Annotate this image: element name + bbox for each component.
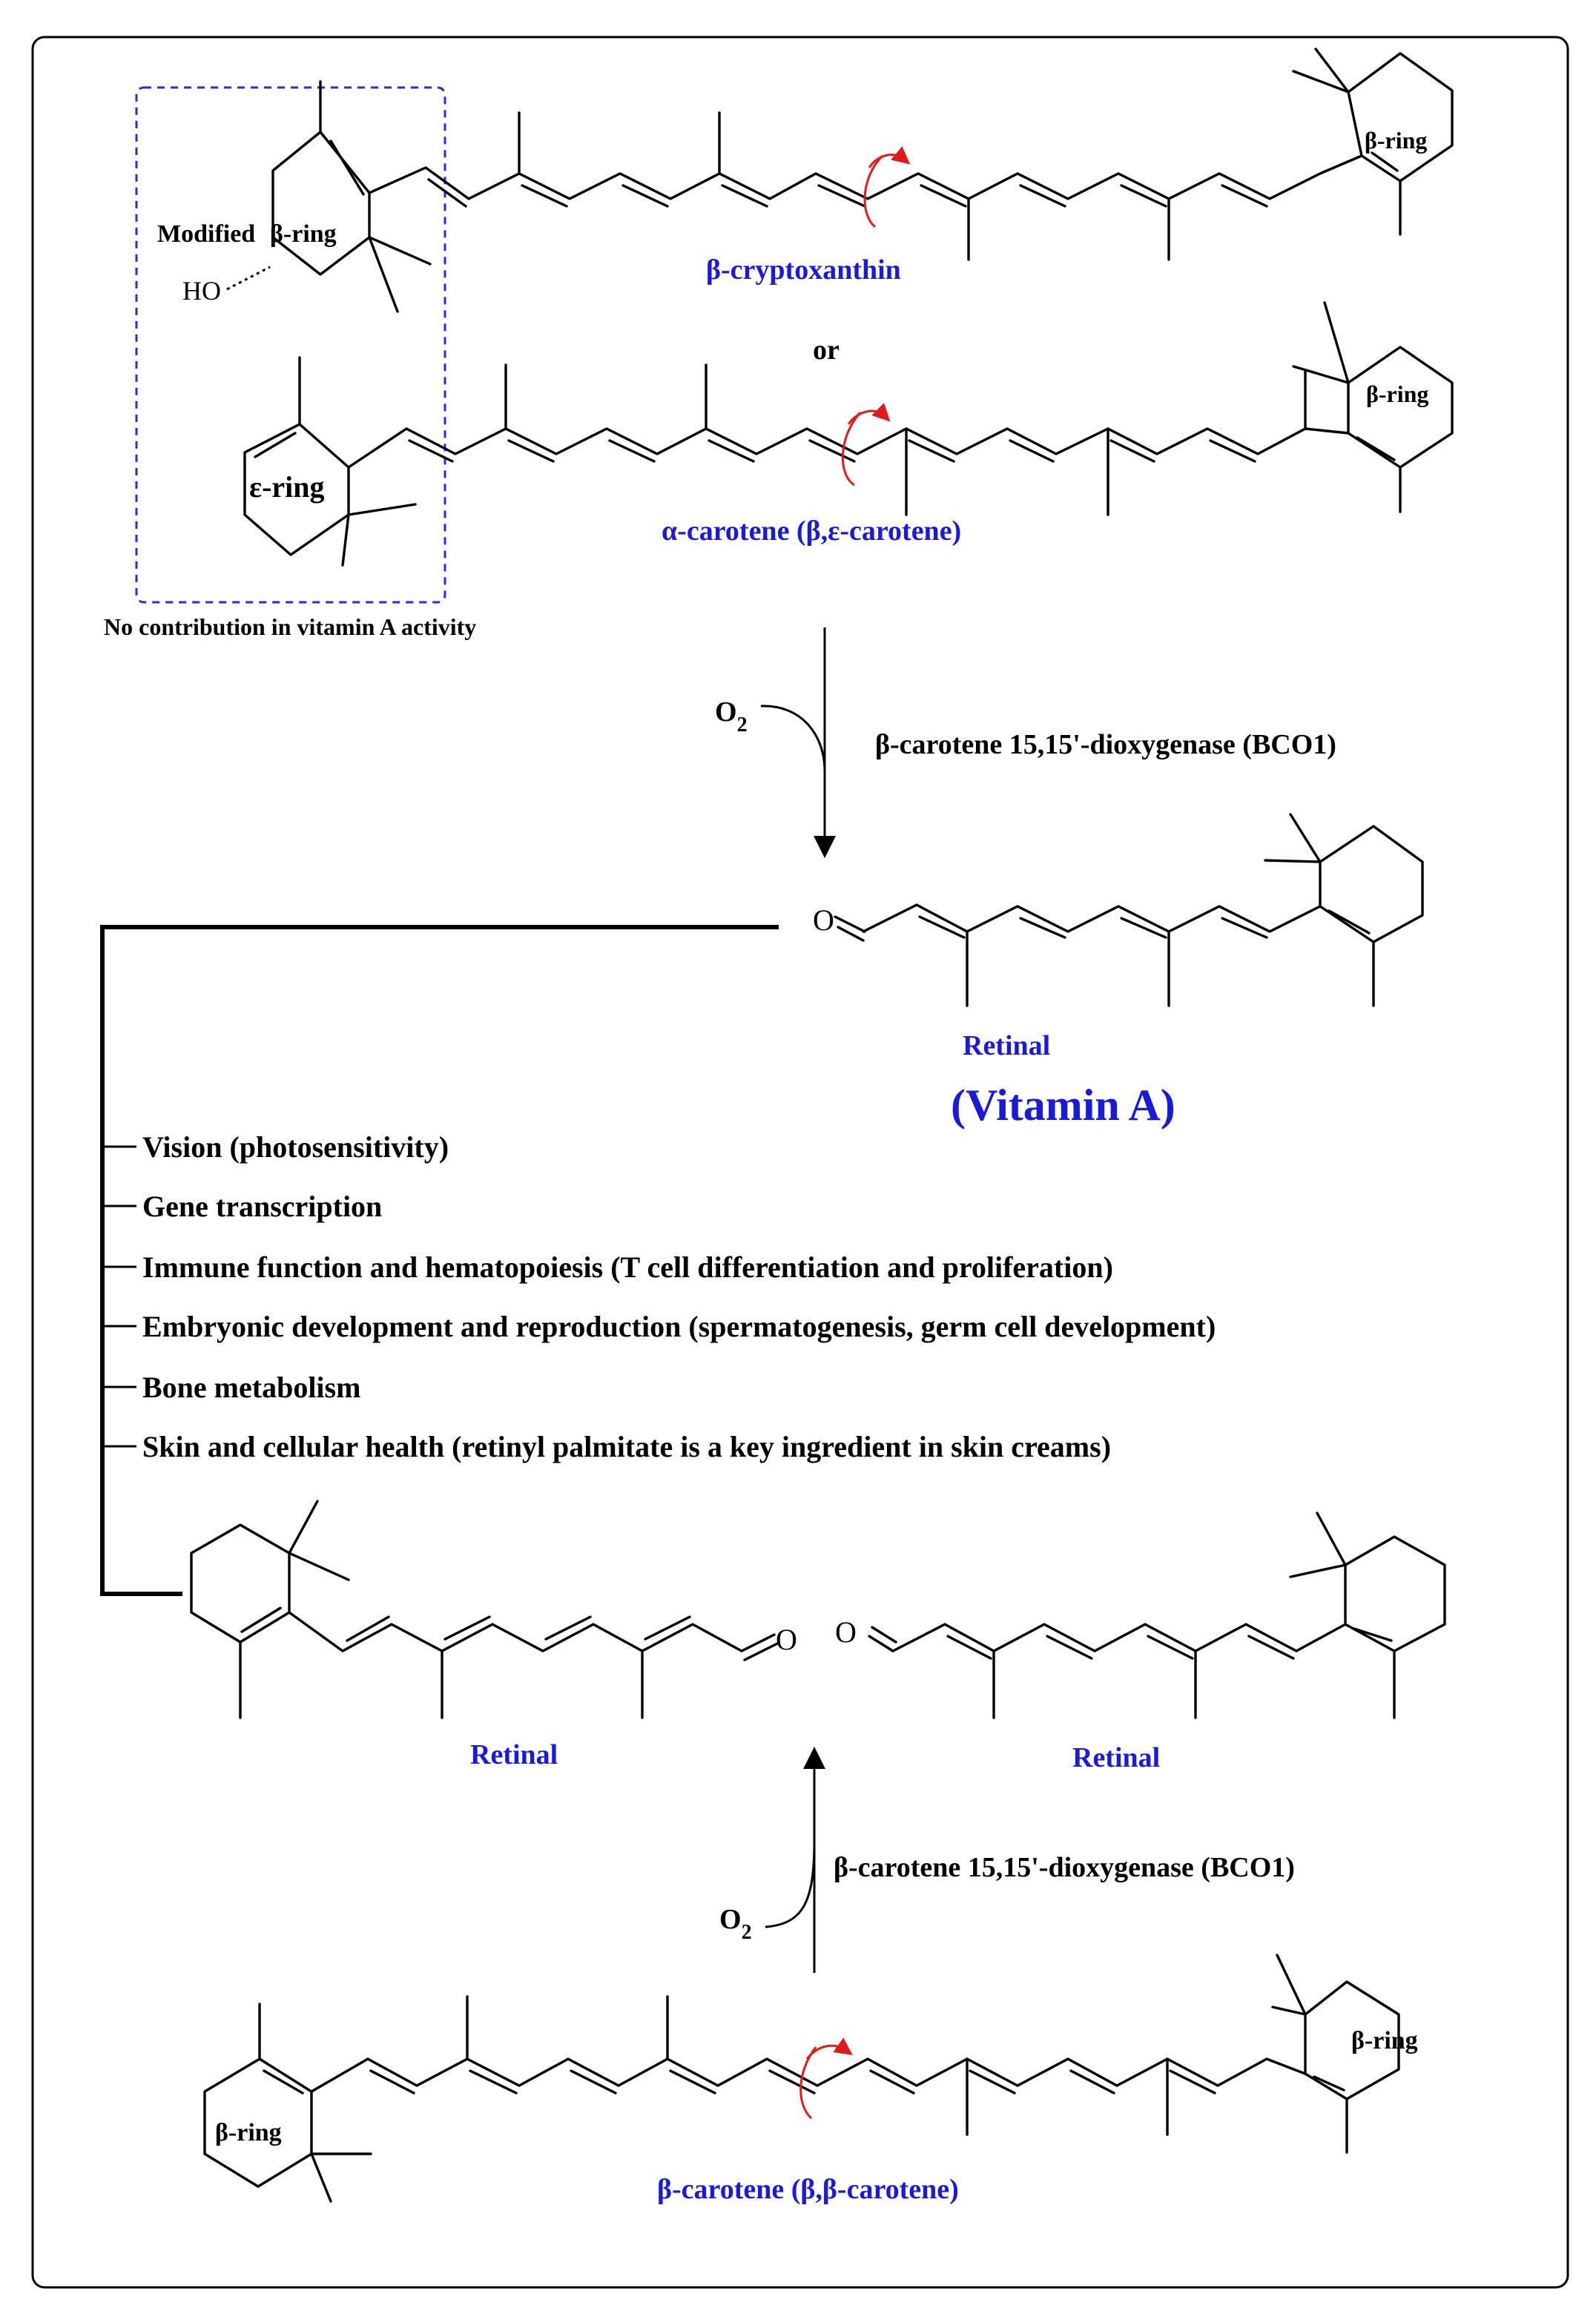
retinal-right-oxygen: O [835, 1615, 857, 1649]
function-bracket [100, 925, 779, 1596]
cryptoxanthin-beta-ring-label: β-ring [1365, 127, 1427, 154]
cryptoxanthin-name: β-cryptoxanthin [706, 254, 901, 286]
upper-cleavage-arrow: O2 β-carotene 15,15'-dioxygenase (BCO1) [715, 627, 1336, 858]
alpha-carotene-beta-ring-label: β-ring [1366, 380, 1428, 407]
function-embryonic: Embryonic development and reproduction (… [142, 1310, 1216, 1343]
upper-o2-reagent: O2 [715, 696, 748, 736]
upper-enzyme-label: β-carotene 15,15'-dioxygenase (BCO1) [875, 729, 1336, 760]
or-connector: or [813, 335, 840, 366]
epsilon-ring-label: ε-ring [249, 470, 325, 504]
modified-ring-box [135, 86, 446, 604]
retinal-left-name: Retinal [470, 1739, 558, 1770]
retinal-right-structure: O Retinal [835, 1512, 1446, 1773]
retinal-left-structure: O Retinal [190, 1500, 797, 1770]
function-bone: Bone metabolism [142, 1371, 360, 1404]
hydroxyl-label: HO [182, 276, 221, 306]
beta-carotene-structure: β-ring β-ring β-carotene (β,β-carotene) [203, 1954, 1418, 2205]
retinal-top-structure: O Retinal (Vitamin A) [813, 813, 1424, 1130]
lower-cleavage-arrow: O2 β-carotene 15,15'-dioxygenase (BCO1) [719, 1747, 1295, 1973]
modified-ring-label: β-ring [270, 220, 337, 248]
retinal-top-name: Retinal [963, 1030, 1050, 1061]
beta-carotene-name: β-carotene (β,β-carotene) [657, 2174, 959, 2205]
retinal-right-name: Retinal [1072, 1742, 1160, 1773]
figure-frame [31, 36, 1569, 2289]
retinal-top-oxygen: O [813, 903, 834, 937]
beta-carotene-right-ring-label: β-ring [1351, 2027, 1418, 2054]
no-contribution-note: No contribution in vitamin A activity [104, 613, 476, 640]
function-gene-transcription: Gene transcription [142, 1190, 382, 1223]
alpha-carotene-name: α-carotene (β,ε-carotene) [662, 515, 961, 547]
lower-o2-reagent: O2 [719, 1904, 752, 1944]
cryptoxanthin-structure: Modified β-ring HO β-ring β-cryptoxanthi… [157, 47, 1454, 313]
lower-enzyme-label: β-carotene 15,15'-dioxygenase (BCO1) [834, 1852, 1295, 1883]
retinal-left-oxygen: O [776, 1623, 797, 1656]
vitamin-a-label: (Vitamin A) [951, 1081, 1175, 1130]
function-vision: Vision (photosensitivity) [142, 1130, 449, 1164]
function-skin: Skin and cellular health (retinyl palmit… [142, 1430, 1111, 1463]
beta-carotene-left-ring-label: β-ring [215, 2119, 282, 2146]
function-immune: Immune function and hematopoiesis (T cel… [142, 1250, 1113, 1284]
alpha-carotene-structure: ε-ring β-ring α-carotene (β,ε-carotene) [243, 301, 1454, 567]
modified-label: Modified [157, 220, 255, 248]
